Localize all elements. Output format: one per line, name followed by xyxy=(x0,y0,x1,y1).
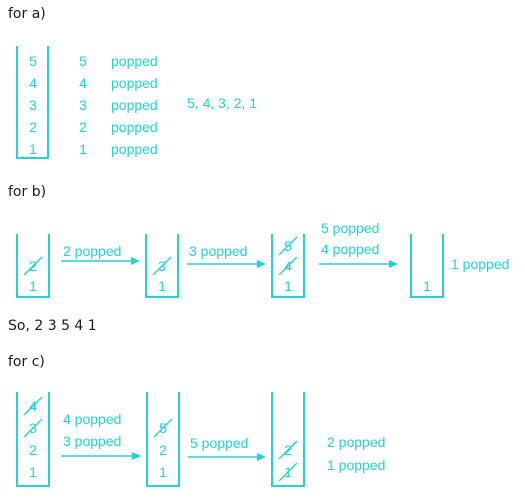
part-c-heading: for c) xyxy=(8,354,45,370)
stack-c-1-strike-4 xyxy=(23,396,43,416)
stack-a-item-2: 2 xyxy=(29,119,37,135)
stack-c-1-item-2: 2 xyxy=(29,442,37,458)
stack-c-3-strike-2 xyxy=(278,440,298,460)
summary-line: So, 2 3 5 4 1 xyxy=(8,318,97,334)
arrow-c-2-label: 5 popped xyxy=(190,435,248,451)
arrow-b-2-label: 3 popped xyxy=(189,243,247,259)
stack-b-3-strike-5 xyxy=(278,236,298,256)
popped-label-a-1: popped xyxy=(111,141,158,157)
stack-c-3-strike-1 xyxy=(278,462,298,482)
arrow-b-3-label-1: 5 popped xyxy=(321,220,379,236)
arrow-b-3-label-2: 4 popped xyxy=(321,241,379,257)
stack-a-item-5: 5 xyxy=(29,53,37,69)
stack-c-2-item-1: 1 xyxy=(159,464,167,480)
popped-label-a-4: popped xyxy=(111,75,158,91)
stack-c-1 xyxy=(16,392,50,487)
stack-b-4-item-1: 1 xyxy=(423,278,431,294)
stack-b-3-item-1: 1 xyxy=(284,278,292,294)
stack-c-1-strike-3 xyxy=(23,418,43,438)
stack-b-4 xyxy=(410,234,444,298)
pop-number-a-3: 3 xyxy=(79,97,87,113)
stack-c-2 xyxy=(146,392,180,487)
pop-sequence-a: 5, 4, 3, 2, 1 xyxy=(187,95,257,111)
part-b-heading: for b) xyxy=(8,184,47,200)
stack-b-3 xyxy=(271,234,305,298)
arrow-b-3-head xyxy=(389,260,398,268)
stack-a-item-4: 4 xyxy=(29,75,37,91)
stack-b-1 xyxy=(16,234,50,298)
stack-b-3-strike-4 xyxy=(278,256,298,276)
part-a-heading: for a) xyxy=(8,6,46,22)
pop-number-a-4: 4 xyxy=(79,75,87,91)
pop-number-a-1: 1 xyxy=(79,141,87,157)
stack-b-1-item-1: 1 xyxy=(29,278,37,294)
popped-label-a-5: popped xyxy=(111,53,158,69)
stack-c-2-item-2: 2 xyxy=(159,442,167,458)
arrow-c-1-head xyxy=(132,452,141,460)
arrow-c-1-label-1: 4 popped xyxy=(63,411,121,427)
pop-number-a-2: 2 xyxy=(79,119,87,135)
stack-c-1-item-1: 1 xyxy=(29,464,37,480)
stack-c-3 xyxy=(271,392,305,487)
pop-number-a-5: 5 xyxy=(79,53,87,69)
arrow-b-2-head xyxy=(257,260,266,268)
stack-b-1-strike-2 xyxy=(23,256,43,276)
arrow-b-1-label: 2 popped xyxy=(63,243,121,259)
final-c-label-1: 2 popped xyxy=(327,434,385,450)
stack-b-2-strike-3 xyxy=(152,256,172,276)
stack-b-2 xyxy=(145,234,179,298)
final-c-label-2: 1 popped xyxy=(327,457,385,473)
final-b-label: 1 popped xyxy=(451,256,509,272)
stack-a xyxy=(16,46,49,159)
stack-c-2-strike-5 xyxy=(153,418,173,438)
arrow-b-1-head xyxy=(131,257,140,265)
arrow-c-2-head xyxy=(257,453,266,461)
popped-label-a-2: popped xyxy=(111,119,158,135)
arrow-c-1-label-2: 3 popped xyxy=(63,433,121,449)
stack-a-item-1: 1 xyxy=(29,141,37,157)
stack-a-item-3: 3 xyxy=(29,97,37,113)
popped-label-a-3: popped xyxy=(111,97,158,113)
stack-b-2-item-1: 1 xyxy=(158,278,166,294)
